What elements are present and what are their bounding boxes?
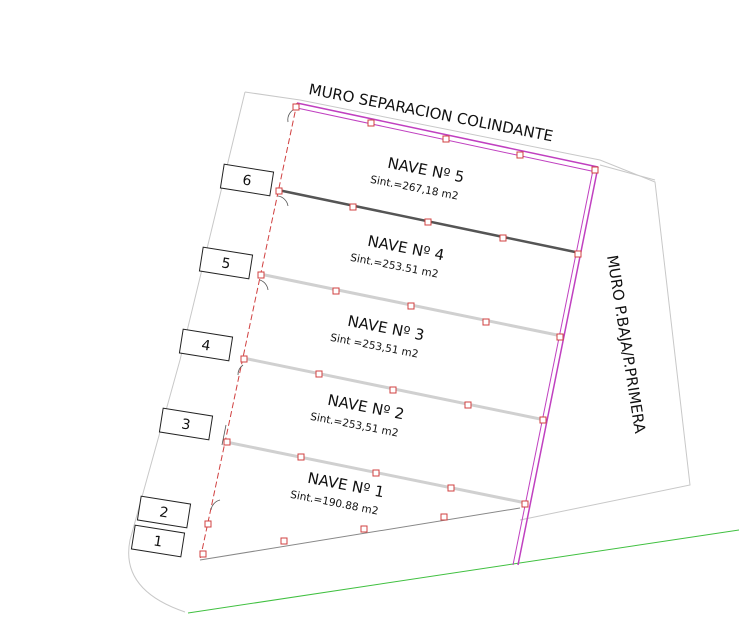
parking-box-5-label: 5 <box>220 255 231 272</box>
nave-1: NAVE Nº 1 Sint.=190.88 m2 <box>289 469 386 518</box>
column-marker <box>199 550 207 558</box>
parking-box-3-label: 3 <box>180 416 191 433</box>
column-marker <box>591 166 599 174</box>
column-marker <box>539 416 547 424</box>
column-marker <box>332 287 340 295</box>
parking-box-6: 6 <box>219 163 275 197</box>
parking-box-5: 5 <box>198 246 254 280</box>
column-marker <box>440 513 448 521</box>
parking-box-4-label: 4 <box>200 337 211 354</box>
site-outline <box>128 91 691 613</box>
column-marker <box>424 218 432 226</box>
parking-box-4: 4 <box>178 328 234 362</box>
column-marker <box>275 187 283 195</box>
parking-box-2: 2 <box>136 495 192 529</box>
parking-box-1-label: 1 <box>152 533 163 550</box>
column-marker <box>521 500 529 508</box>
column-marker <box>516 151 524 159</box>
column-marker <box>556 333 564 341</box>
column-marker <box>482 318 490 326</box>
parking-box-1: 1 <box>130 524 186 558</box>
column-marker <box>315 370 323 378</box>
column-marker <box>389 386 397 394</box>
column-marker <box>280 537 288 545</box>
column-marker <box>223 438 231 446</box>
column-marker <box>297 453 305 461</box>
column-marker <box>442 135 450 143</box>
column-marker <box>360 525 368 533</box>
nave-5: NAVE Nº 5 Sint.=267,18 m2 <box>369 154 466 203</box>
column-marker <box>367 119 375 127</box>
column-markers <box>199 103 599 558</box>
column-marker <box>204 520 212 528</box>
nave-4: NAVE Nº 4 Sint.=253.51 m2 <box>349 232 446 281</box>
parking-box-6-label: 6 <box>241 172 252 189</box>
column-marker <box>292 103 300 111</box>
column-marker <box>499 234 507 242</box>
nave-3: NAVE Nº 3 Sint =253,51 m2 <box>329 312 426 361</box>
column-marker <box>447 484 455 492</box>
column-marker <box>372 469 380 477</box>
column-marker <box>349 203 357 211</box>
nave-2: NAVE Nº 2 Sint.=253,51 m2 <box>309 391 406 440</box>
parking-box-3: 3 <box>158 407 214 441</box>
parking-box-2-label: 2 <box>158 504 169 521</box>
column-marker <box>574 250 582 258</box>
column-marker <box>240 355 248 363</box>
column-marker <box>407 302 415 310</box>
column-marker <box>464 401 472 409</box>
boundary-line <box>187 529 739 614</box>
right-wall-label: MURO P.BAJA/P.PRIMERA <box>603 254 649 436</box>
column-marker <box>257 271 265 279</box>
